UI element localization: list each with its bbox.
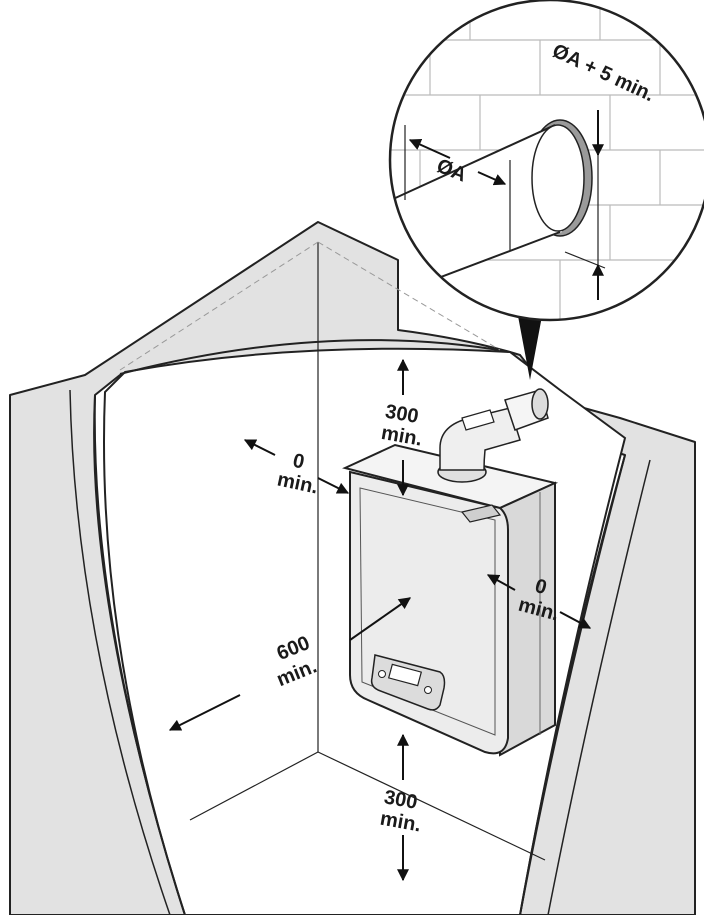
left-clearance-value: 0	[291, 450, 306, 474]
front-clearance-arrow	[168, 694, 241, 731]
right-clearance-arrow	[486, 574, 516, 591]
ceiling-cut	[119, 339, 511, 375]
left-wall-edge	[93, 394, 186, 916]
boiler-unit	[342, 388, 559, 757]
clearance-arrows	[168, 358, 592, 882]
flue-pipe	[390, 125, 562, 300]
right-clearance-value: 0	[533, 575, 549, 599]
control-panel	[370, 654, 446, 711]
flue-elbow	[437, 388, 549, 483]
zoom-callout: ØA ØA + 5 min.	[388, 0, 704, 380]
left-clearance-arrow	[243, 439, 276, 456]
